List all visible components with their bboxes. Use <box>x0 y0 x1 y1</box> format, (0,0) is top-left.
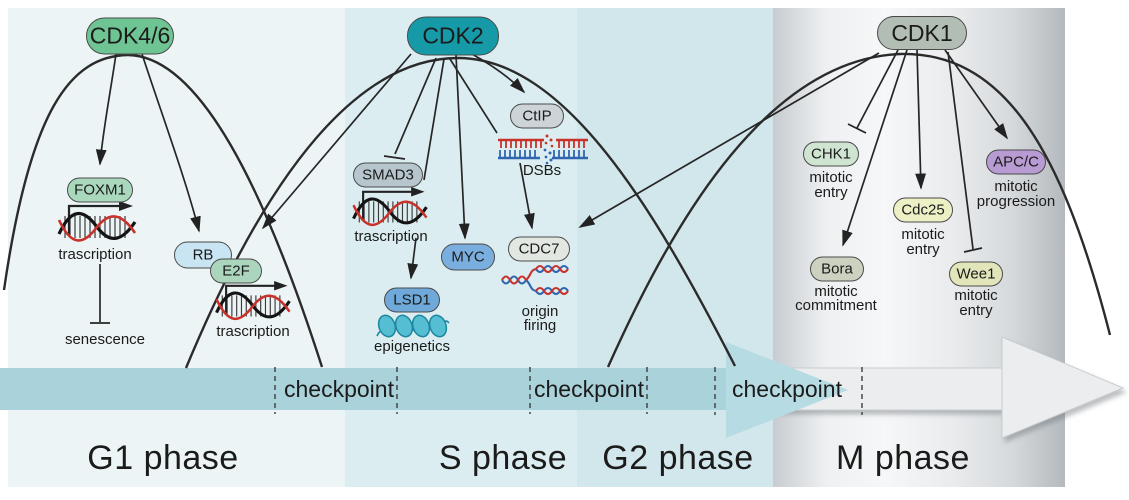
node-cdc7: CDC7 <box>508 236 570 262</box>
node-cdk1: CDK1 <box>877 16 967 50</box>
inhibit-cdk2-smad3 <box>383 57 437 160</box>
node-e2f: E2F <box>210 258 262 284</box>
label-cdc25-entry: entry <box>906 241 940 259</box>
label-senescence: senescence <box>64 331 146 349</box>
node-bora-label: Bora <box>821 260 853 278</box>
phase-label-g1: G1 phase <box>87 439 239 478</box>
node-cdk4-6: CDK4/6 <box>86 17 174 55</box>
node-cdk2: CDK2 <box>407 16 499 56</box>
label-dsbs: DSBs <box>522 162 562 180</box>
node-cdk1-label: CDK1 <box>891 19 953 46</box>
label-e2f-transcription: trascription <box>216 323 290 341</box>
label-bora-commitment: commitment <box>795 297 877 315</box>
node-bora: Bora <box>810 256 864 282</box>
node-lsd1: LSD1 <box>384 287 440 313</box>
label-chk1-mitotic: mitotic <box>809 169 853 187</box>
transcription-icon-foxm1 <box>57 200 137 243</box>
line-cdk2-transcription <box>423 58 445 181</box>
node-chk1: CHK1 <box>803 141 859 167</box>
node-cdc7-label: CDC7 <box>518 240 560 258</box>
label-bora-mitotic: mitotic <box>814 283 858 301</box>
transcription-icon-smad3 <box>351 186 429 227</box>
dsb-icon <box>496 133 590 165</box>
arrow-cdk2-rb-e2f <box>261 53 412 230</box>
label-smad3-transcription: trascription <box>354 228 428 246</box>
phase-label-g2: G2 phase <box>602 439 754 478</box>
node-ctip-label: CtIP <box>522 107 552 125</box>
node-smad3-label: SMAD3 <box>362 166 414 184</box>
node-myc: MYC <box>441 243 495 271</box>
label-epigenetics: epigenetics <box>374 338 450 356</box>
checkpoint-label-g1s: checkpoint <box>284 375 394 402</box>
node-e2f-label: E2F <box>222 262 250 280</box>
node-rb-label: RB <box>192 246 214 264</box>
checkpoint-label-g2m: checkpoint <box>732 375 842 402</box>
node-myc-label: MYC <box>451 248 485 266</box>
phase-label-m: M phase <box>836 439 970 478</box>
arrow-transcription-lsd1 <box>407 237 419 280</box>
timeline-arrow-blue <box>0 342 848 438</box>
node-foxm1-label: FOXM1 <box>74 181 126 199</box>
node-apc-c-label: APC/C <box>993 153 1039 171</box>
arrow-cdk1-cdc7 <box>578 52 880 228</box>
node-cdk2-label: CDK2 <box>422 22 484 49</box>
label-wee1-entry: entry <box>959 302 993 320</box>
label-cdc25-mitotic: mitotic <box>901 226 945 244</box>
nucleosome-icon <box>376 312 450 340</box>
checkpoint-label-sg2: checkpoint <box>534 375 644 402</box>
label-foxm1-transcription: trascription <box>58 246 132 264</box>
arrow-cdk1-cdc25 <box>915 49 927 190</box>
node-lsd1-label: LSD1 <box>393 291 431 309</box>
line-cdk2-dsb <box>449 58 498 134</box>
checkpoint-dividers <box>274 367 863 415</box>
node-wee1-label: Wee1 <box>956 265 996 283</box>
arrow-cdk46-rb <box>141 53 201 233</box>
node-foxm1: FOXM1 <box>67 177 133 203</box>
g1-activity-curve <box>2 53 324 368</box>
node-smad3: SMAD3 <box>353 162 423 188</box>
m-activity-curve <box>606 52 1112 368</box>
phase-label-s: S phase <box>438 439 568 478</box>
node-cdc25: Cdc25 <box>893 197 953 223</box>
node-chk1-label: CHK1 <box>810 145 851 163</box>
label-chk1-entry: entry <box>814 184 848 202</box>
node-cdk4-6-label: CDK4/6 <box>89 22 171 49</box>
arrow-dsb-cdc7 <box>519 162 535 230</box>
inhibit-cdk1-chk1 <box>847 49 899 134</box>
replication-fork-icon <box>500 264 570 296</box>
inhibit-cdk1-wee1 <box>947 51 983 253</box>
label-apcc-mitotic: mitotic <box>994 178 1038 196</box>
s-activity-curve <box>184 56 737 369</box>
label-apcc-progression: progression <box>976 193 1056 211</box>
arrow-cdk2-myc <box>455 54 470 240</box>
arrow-cdk1-bora <box>842 49 908 247</box>
node-wee1: Wee1 <box>949 261 1003 287</box>
node-cdc25-label: Cdc25 <box>901 201 945 219</box>
transcription-icon-e2f <box>214 280 292 321</box>
arrow-cdk1-apcc <box>944 49 1008 140</box>
node-ctip: CtIP <box>510 103 564 129</box>
label-wee1-mitotic: mitotic <box>954 287 998 305</box>
node-apc-c: APC/C <box>986 149 1046 175</box>
arrow-cdk2-ctip <box>469 52 526 94</box>
label-origin: origin <box>521 303 559 321</box>
label-firing: firing <box>523 317 557 335</box>
arrow-cdk46-foxm1 <box>95 53 117 166</box>
inhibit-transcription-senescence <box>90 264 110 324</box>
